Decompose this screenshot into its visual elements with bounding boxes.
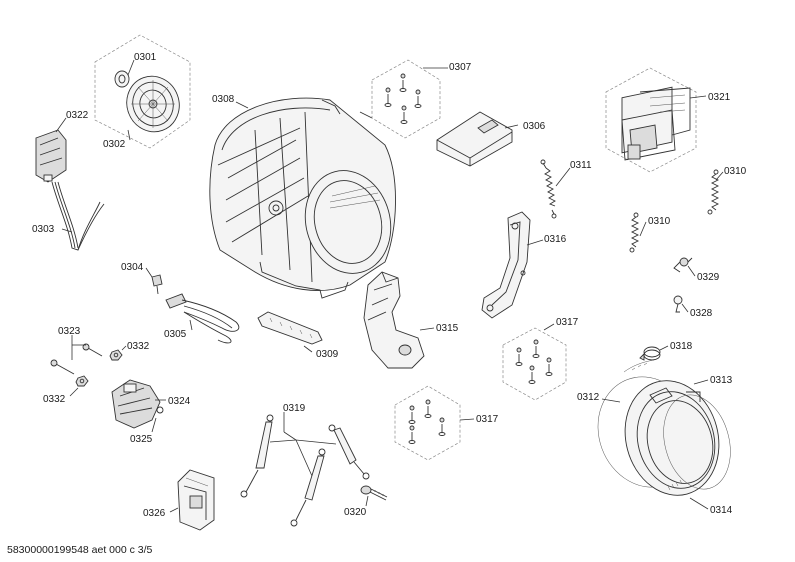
counterweight <box>363 271 425 369</box>
door-seal-assembly <box>597 359 731 496</box>
label-0322: 0322 <box>66 110 89 121</box>
pulley-group <box>94 34 191 149</box>
label-0329: 0329 <box>697 272 720 283</box>
label-0326: 0326 <box>143 508 166 519</box>
support-bracket <box>481 211 531 319</box>
screw-set-0317-upper <box>502 327 567 401</box>
screw-0323 <box>50 343 103 375</box>
label-0328: 0328 <box>690 308 713 319</box>
control-module <box>605 67 697 173</box>
shock-absorber-middle <box>290 448 326 527</box>
pressure-sensor <box>35 129 67 183</box>
gasket-strip <box>257 311 323 345</box>
label-0305: 0305 <box>164 329 187 340</box>
hose-clamp <box>639 346 661 361</box>
label-0332-lower: 0332 <box>43 394 66 405</box>
label-0324: 0324 <box>168 396 191 407</box>
tub-assembly <box>209 97 396 299</box>
screw-set-0317-lower <box>394 385 461 461</box>
electronic-module-0326 <box>177 469 215 531</box>
label-0316: 0316 <box>544 234 567 245</box>
bolt-0320 <box>360 485 388 501</box>
heating-element <box>165 293 240 344</box>
label-0320: 0320 <box>344 507 367 518</box>
label-0306: 0306 <box>523 121 546 132</box>
cover-plate <box>436 111 513 167</box>
clip-0328 <box>673 295 683 313</box>
spring-0311 <box>540 159 557 219</box>
nut-0332-lower <box>75 375 89 387</box>
clip-0329 <box>673 257 693 273</box>
label-0321: 0321 <box>708 92 731 103</box>
label-0313: 0313 <box>710 375 733 386</box>
label-0317-upper: 0317 <box>556 317 579 328</box>
label-0308: 0308 <box>212 94 235 105</box>
label-0319: 0319 <box>283 403 306 414</box>
label-0317-lower: 0317 <box>476 414 499 425</box>
label-0318: 0318 <box>670 341 693 352</box>
label-0323: 0323 <box>58 326 81 337</box>
shock-absorber-left <box>240 414 274 498</box>
label-0301: 0301 <box>134 52 157 63</box>
shock-absorber-right <box>328 424 370 480</box>
wiring-cable <box>51 181 105 251</box>
label-0325: 0325 <box>130 434 153 445</box>
drawing-reference-number: 58300000199548 aet 000 c 3/5 <box>7 544 153 556</box>
label-0315: 0315 <box>436 323 459 334</box>
label-0302: 0302 <box>103 139 126 150</box>
thermostat-0304 <box>151 274 163 295</box>
label-0303: 0303 <box>32 224 55 235</box>
label-0304: 0304 <box>121 262 144 273</box>
label-0309: 0309 <box>316 349 339 360</box>
spring-0310-upper <box>707 169 720 215</box>
label-0314: 0314 <box>710 505 733 516</box>
label-0310-lower: 0310 <box>648 216 671 227</box>
label-0332-upper: 0332 <box>127 341 150 352</box>
nut-0332-upper <box>109 349 123 361</box>
label-0307: 0307 <box>449 62 472 73</box>
spring-0310-lower <box>629 212 640 253</box>
label-0310-upper: 0310 <box>724 166 747 177</box>
label-0312: 0312 <box>577 392 600 403</box>
drain-pump <box>111 379 164 429</box>
screw-set-0307 <box>371 59 441 139</box>
label-0311: 0311 <box>570 160 592 171</box>
